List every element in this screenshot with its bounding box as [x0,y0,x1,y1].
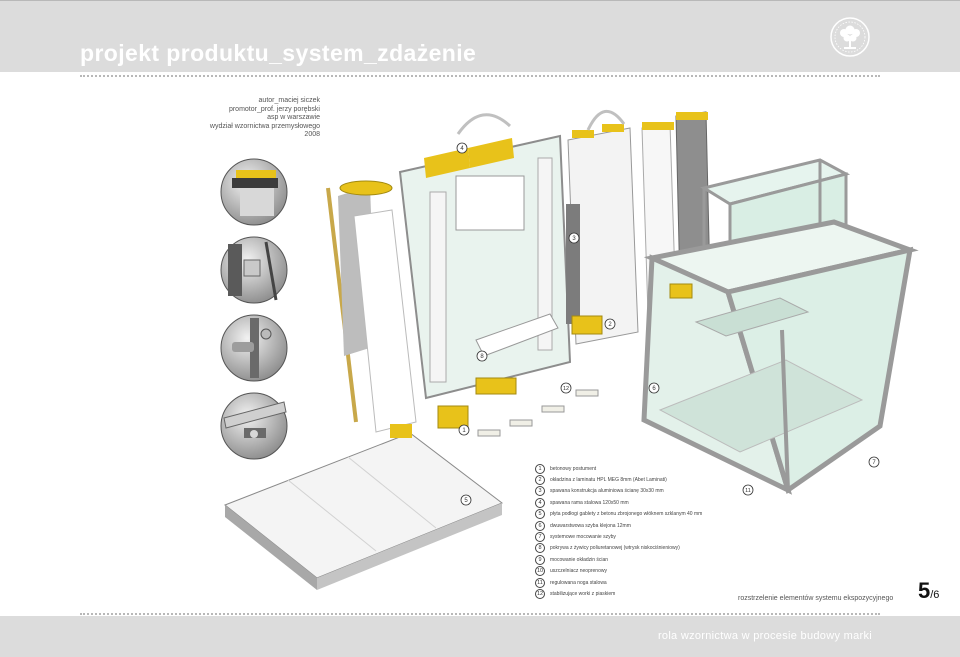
callout-label: 4 [460,146,464,152]
callout-2: 2 [604,318,616,330]
legend-label: pokrywa z żywicy poliuretanowej (wtrysk … [550,545,680,552]
legend-number: 9 [535,554,545,565]
callout-7: 7 [868,456,880,468]
author-line: autor_maciej siczek [258,97,320,104]
legend-label: płyta podłogi gablety z betonu zbrojoneg… [550,511,703,518]
sandbag-row [477,389,599,437]
legend-number: 2 [535,475,545,486]
callout-12: 12 [560,382,572,394]
detail-views [220,158,288,460]
legend-label: uszczelniacz neoprenowy [550,568,607,575]
author-line: wydział wzornictwa przemysłowego [209,122,320,130]
callout-8: 8 [476,350,488,362]
legend-number: 1 [535,463,545,474]
page-number: 5/6 [918,578,939,604]
page-title: projekt produktu_system_zdażenie [80,40,477,66]
legend-item: 8 pokrywa z żywicy poliuretanowej (wtrysk… [535,543,725,554]
legend-item: 9 mocowanie okładzin ścian [535,554,725,565]
detail-circle-4 [220,392,288,460]
legend-item: 1 betonowy postument [535,463,725,474]
detail-circle-3 [220,314,288,382]
legend-number: 10 [535,566,545,577]
legend-label: spawana konstrukcja aluminiowa ścianę 30… [550,488,664,495]
legend-item: 6 dwuwarstwowa szyba klejona 12mm [535,520,725,531]
main-glass-vitrine [641,219,919,495]
callout-1: 1 [458,424,470,436]
callout-label: 3 [572,236,576,242]
legend-item: 7 systemowe mocowanie szyby [535,531,725,543]
legend-number: 5 [535,509,545,520]
drawing-caption: rozstrzelenie elementów systemu ekspozyc… [738,595,894,602]
legend-label: okładzina z laminatu HPL MEG 8mm (Abet L… [550,477,667,484]
left-wall-panel [326,180,417,438]
legend-item: 3 spawana konstrukcja aluminiowa ścianę 3… [535,486,725,497]
callout-label: 2 [608,322,612,328]
page-total: /6 [930,589,940,601]
callout-label: 11 [745,488,751,494]
callout-11: 11 [742,484,754,496]
legend-number: 4 [535,497,545,508]
legend-item: 12 stabilizujące worki z piaskiem [535,588,725,599]
middle-column-frame [566,110,639,345]
detail-circle-2 [220,236,288,304]
legend-label: stabilizujące worki z piaskiem [550,590,616,597]
legend-number: 12 [535,588,545,599]
legend-item: 2 okładzina z laminatu HPL MEG 8mm (Abet … [535,474,725,486]
callout-4: 4 [456,142,468,154]
callout-3: 3 [568,232,580,244]
header-band: projekt produktu_system_zdażenie [0,0,960,72]
floor-slab [224,432,504,590]
tree-seal-icon [830,17,870,57]
author-line: promotor_prof. jerzy porębski [228,105,320,113]
legend-item: 10 uszczelniacz neoprenowy [535,566,725,577]
callout-label: 12 [563,386,569,392]
legend-item: 5 płyta podłogi gablety z betonu zbrojone… [535,509,725,520]
legend-number: 8 [535,543,545,554]
legend-number: 7 [535,532,545,543]
legend-number: 11 [535,577,545,588]
parts-legend: 1 betonowy postument 2 okładzina z laminat… [535,463,725,600]
callout-label: 7 [872,460,876,466]
legend-label: dwuwarstwowa szyba klejona 12mm [550,522,631,529]
legend-item: 4 spawana rama stalowa 120x50 mm [535,497,725,508]
legend-item: 11 regulowana noga stalowa [535,577,725,588]
exploded-view-drawing: 1 2 3 4 5 6 7 8 11 12 [224,110,919,590]
legend-number: 6 [535,520,545,531]
callout-label: 8 [480,354,484,360]
author-line: 2008 [304,131,320,139]
legend-label: mocowanie okładzin ścian [550,556,609,563]
footer-band: rola wzornictwa w procesie budowy marki [0,616,960,657]
legend-number: 3 [535,486,545,497]
legend-label: betonowy postument [550,465,597,472]
callout-label: 6 [652,386,656,392]
footer-text: rola wzornictwa w procesie budowy marki [657,630,872,642]
legend-label: spawana rama stalowa 120x50 mm [550,499,629,506]
bottom-dotted-rule [80,613,880,615]
page-current: 5 [918,578,931,603]
callout-6: 6 [648,382,660,394]
callout-label: 5 [464,498,468,504]
callout-5: 5 [460,494,472,506]
author-line: asp w warszawie [267,114,320,122]
author-block: autor_maciej siczek promotor_prof. jerzy… [180,97,320,140]
detail-circle-1 [220,158,288,226]
legend-label: systemowe mocowanie szyby [550,534,616,541]
legend-label: regulowana noga stalowa [550,579,607,586]
top-dotted-rule [80,75,880,77]
callout-label: 1 [462,428,466,434]
